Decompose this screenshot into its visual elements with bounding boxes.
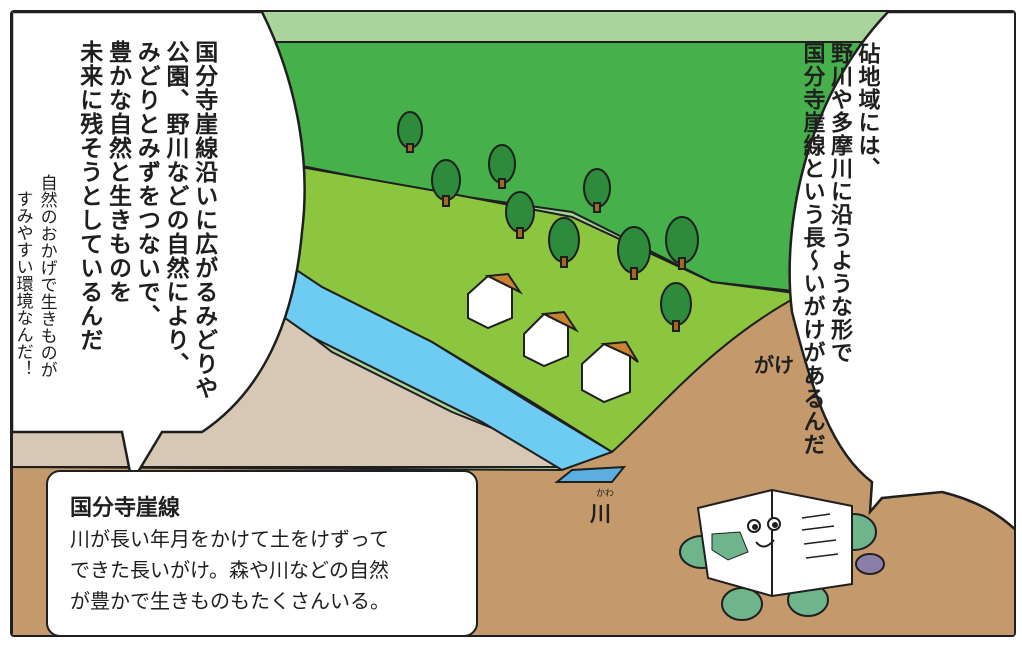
mascot-tail xyxy=(855,553,885,575)
left-speech-bubble xyxy=(12,12,306,486)
info-line: が豊かで生きものもたくさんいる。 xyxy=(70,589,390,613)
tree xyxy=(617,226,651,280)
left-bubble-line: 公園、野川などの自然により、 xyxy=(162,40,188,376)
handwritten-line-2: すみやすい環境なんだ！ xyxy=(12,190,33,377)
left-bubble-line: 未来に残そうとしているんだ xyxy=(75,40,102,352)
tree xyxy=(660,282,692,332)
right-bubble-line: 野川や多摩川に沿うような形で xyxy=(827,42,852,364)
tree xyxy=(397,111,423,153)
mascot-smile xyxy=(755,539,775,548)
tree xyxy=(505,191,535,239)
house xyxy=(581,340,639,404)
tree xyxy=(665,216,699,270)
handwritten-line-1: 自然のおかげで生きものが xyxy=(36,174,57,378)
house xyxy=(467,272,523,330)
right-speech-bubble xyxy=(788,12,1014,531)
landscape-illustration xyxy=(12,12,1014,635)
mascot-map-patch xyxy=(711,531,749,561)
info-line: できた長いがけ。森や川などの自然 xyxy=(70,558,389,582)
book-mascot xyxy=(679,488,885,621)
comic-panel: 国分寺崖線沿いに広がるみどりや 公園、野川などの自然により、 みどりとみずをつな… xyxy=(10,10,1016,637)
house xyxy=(523,310,579,368)
cliff-label: がけ xyxy=(754,353,794,377)
info-line: 川が長い年月をかけて土をけずって xyxy=(70,527,389,551)
river-label-ruby: かわ xyxy=(596,489,615,499)
left-bubble-text: 国分寺崖線沿いに広がるみどりや 公園、野川などの自然により、 みどりとみずをつな… xyxy=(74,40,218,400)
tree xyxy=(431,159,461,207)
left-bubble-line: 豊かな自然と生きものを xyxy=(104,40,131,304)
left-bubble-line: みどりとみずをつないで、 xyxy=(133,40,160,328)
right-bubble-line: 国分寺崖線という長～いがけがあるんだ xyxy=(799,42,825,456)
info-title: 国分寺崖線 xyxy=(70,496,181,521)
houses xyxy=(467,272,639,404)
trees xyxy=(397,111,699,332)
river-mouth xyxy=(554,465,627,483)
tree xyxy=(583,168,611,213)
left-bubble-line: 国分寺崖線沿いに広がるみどりや xyxy=(190,40,217,400)
tree xyxy=(548,217,580,268)
river-label: 川 xyxy=(590,502,611,526)
mascot-foot-left xyxy=(721,587,763,621)
tree xyxy=(488,144,516,189)
right-bubble-line: 砧地域には、 xyxy=(854,42,880,180)
info-box: 国分寺崖線 川が長い年月をかけて土をけずって できた長いがけ。森や川などの自然 … xyxy=(46,470,478,635)
right-bubble-text: 砧地域には、 野川や多摩川に沿うような形で 国分寺崖線という長～いがけがあるんだ xyxy=(798,42,881,456)
